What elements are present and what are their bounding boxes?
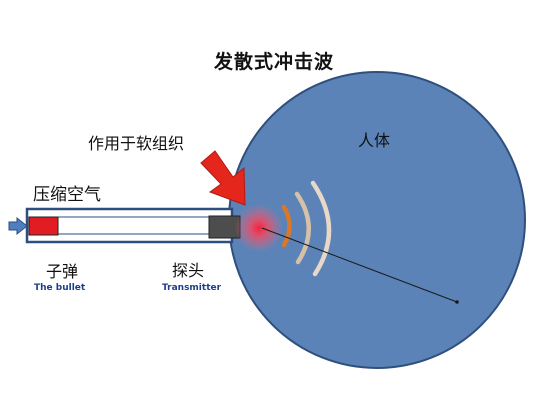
propagation-end-point — [455, 300, 459, 304]
probe-label: 探头 — [172, 261, 205, 280]
bullet — [28, 216, 59, 236]
shockwave-arc-1 — [281, 204, 292, 248]
shockwave-arc-2 — [294, 191, 311, 265]
propagation-line — [261, 227, 458, 303]
diagram-title: 发散式冲击波 — [214, 51, 335, 73]
bullet-english-label: The bullet — [34, 283, 86, 293]
probe-english-label: Transmitter — [162, 283, 222, 293]
soft-tissue-label: 作用于软组织 — [88, 134, 185, 153]
bullet-label: 子弹 — [46, 262, 79, 281]
soft-tissue-arrow — [200, 150, 246, 206]
human-body-label: 人体 — [358, 131, 391, 150]
shockwave-arc-3 — [310, 180, 332, 277]
compressed-air-label: 压缩空气 — [33, 185, 101, 205]
air-input-arrow — [8, 216, 28, 236]
shockwave-focus — [235, 204, 283, 252]
